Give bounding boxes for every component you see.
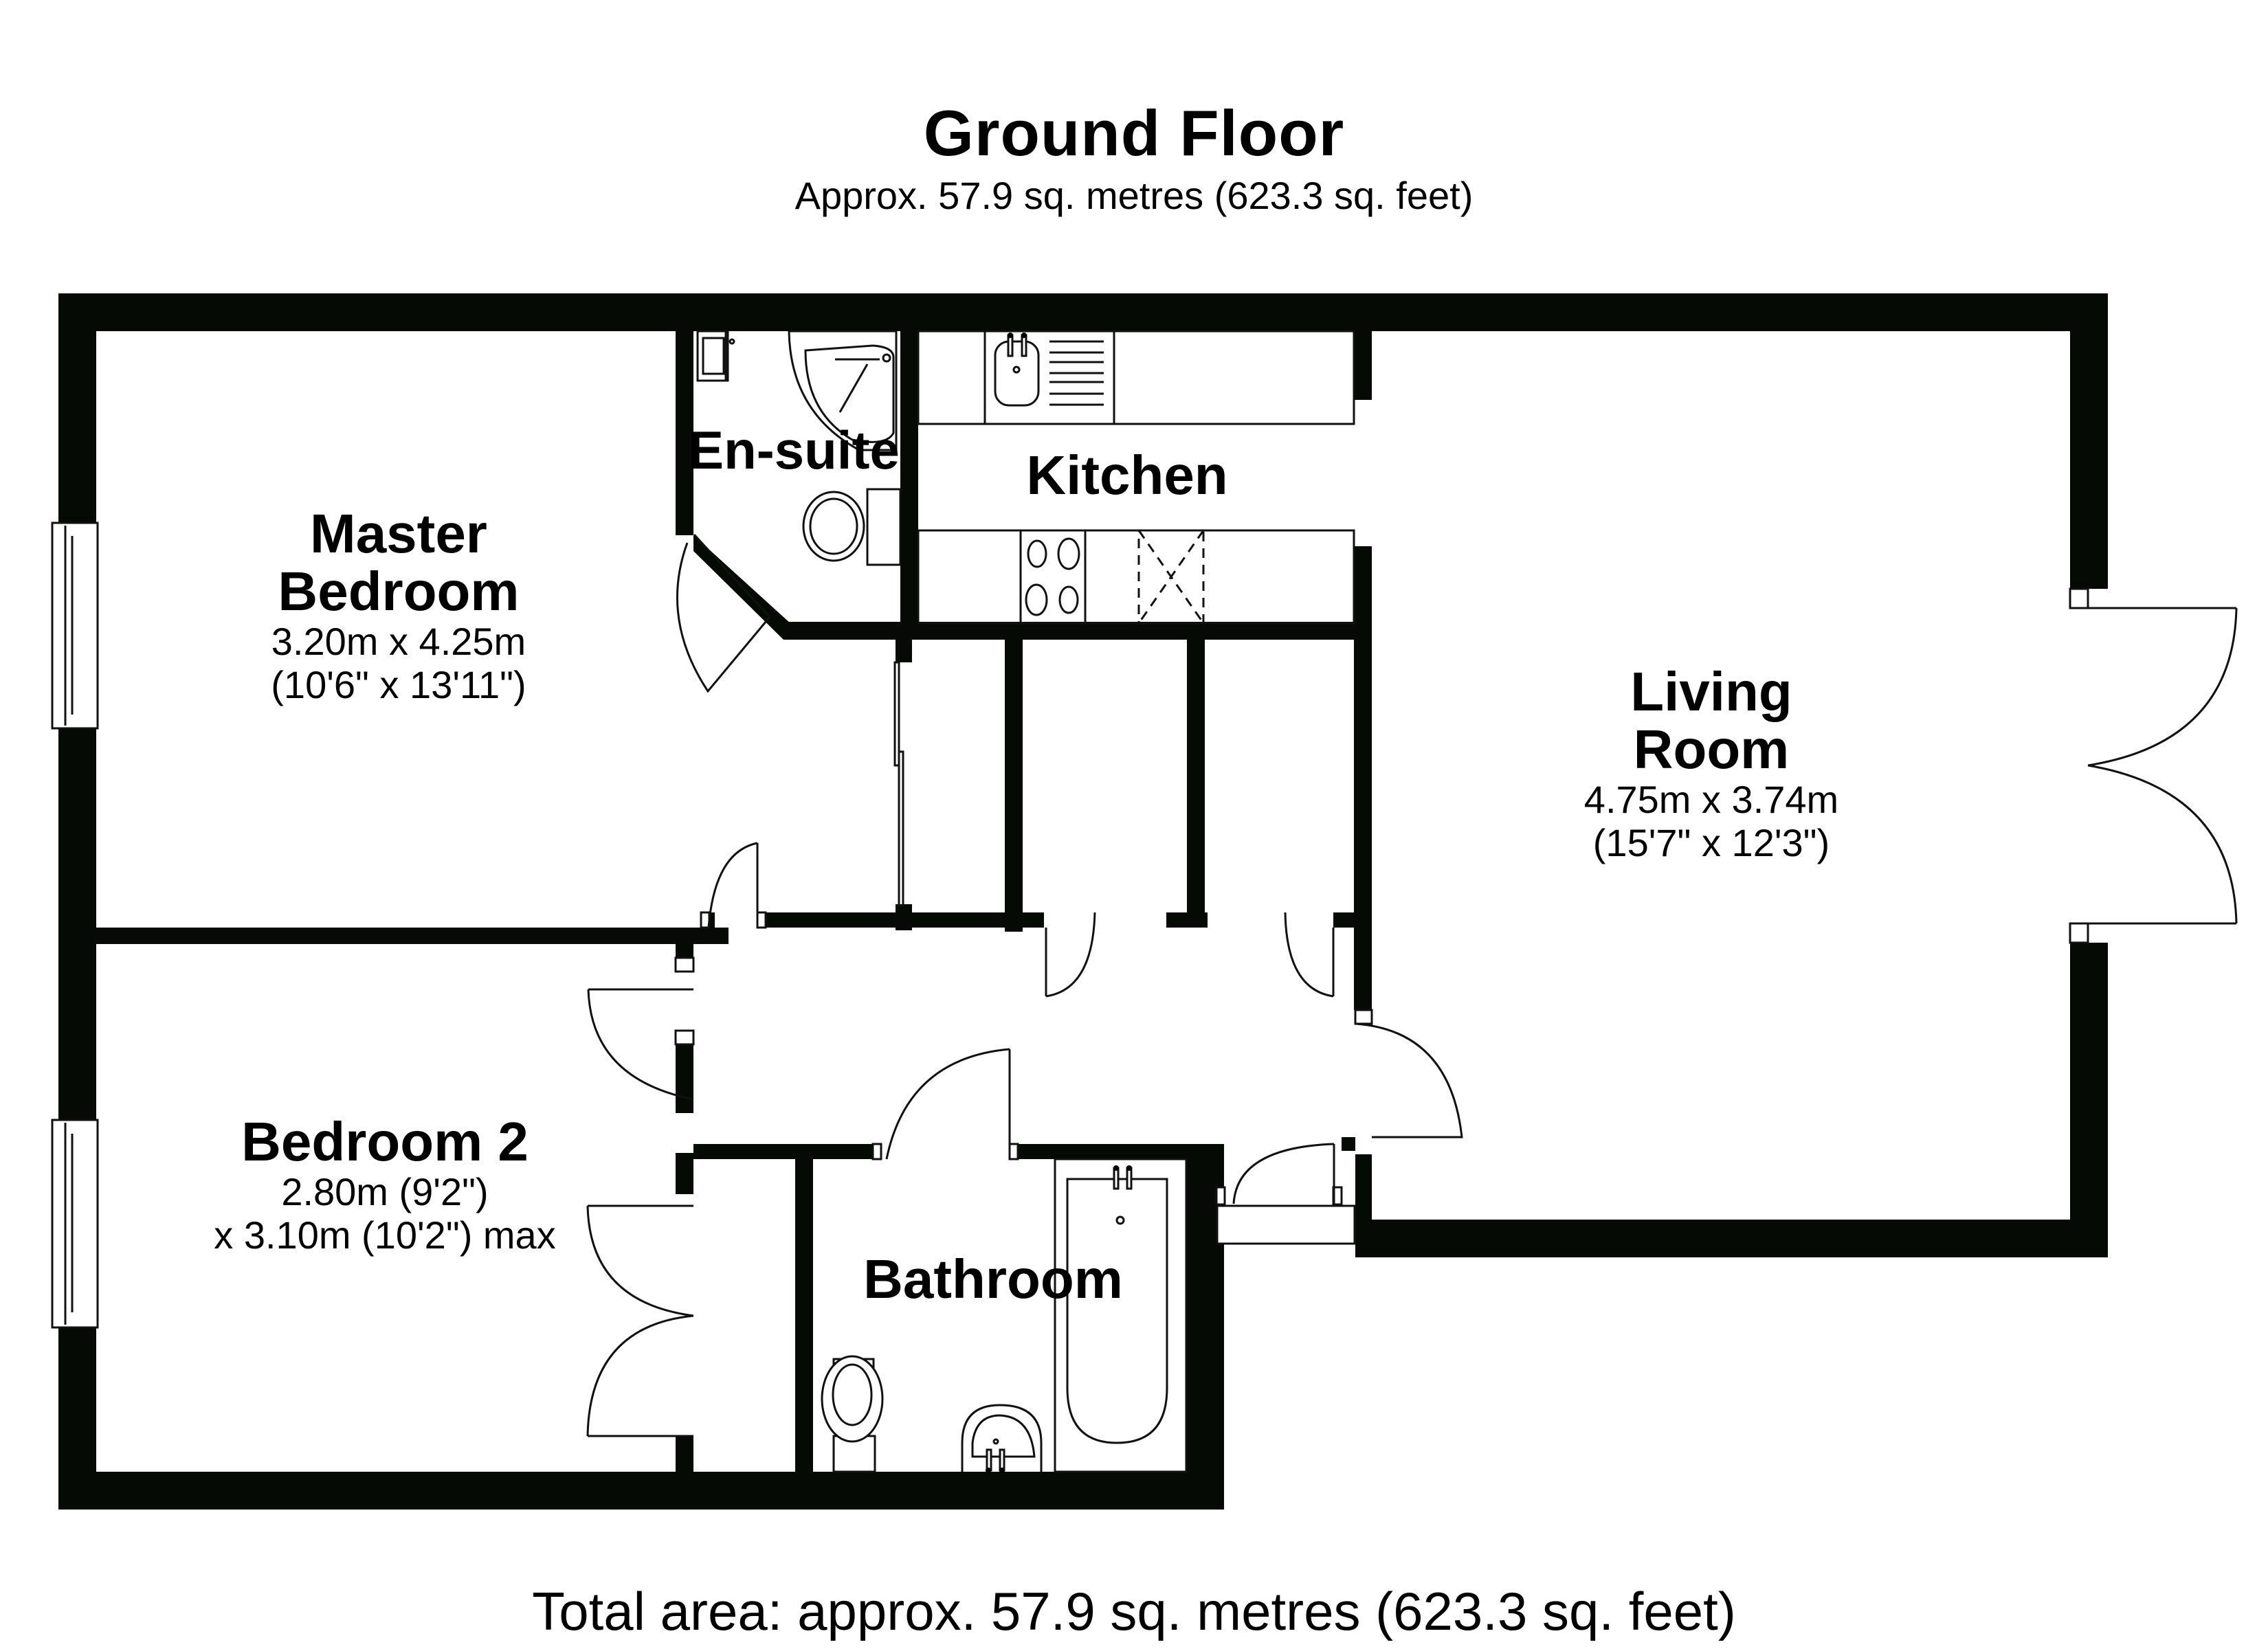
- room-dimensions-metric: 4.75m x 3.74m: [1583, 778, 1839, 821]
- door-cupboard-1[interactable]: [1045, 912, 1096, 998]
- room-label-en-suite: En-suite: [680, 423, 907, 479]
- room-name: Bathroom: [863, 1248, 1123, 1310]
- wardrobe-bedroom-2[interactable]: [586, 1204, 694, 1437]
- room-name: Living: [1630, 661, 1792, 722]
- room-dimensions-metric: 3.20m x 4.25m: [271, 620, 526, 663]
- en-suite-door[interactable]: [676, 533, 791, 693]
- door-entrance[interactable]: [1215, 1143, 1356, 1245]
- room-dimensions-line1: 2.80m (9'2"): [281, 1170, 489, 1213]
- room-name: En-suite: [688, 423, 900, 479]
- room-label-living-room: Living Room 4.75m x 3.74m (15'7" x 12'3"…: [1498, 663, 1924, 864]
- room-label-bathroom: Bathroom: [832, 1250, 1155, 1308]
- door-bedroom-2-top[interactable]: [587, 956, 695, 1101]
- en-suite-fixtures: [696, 330, 902, 566]
- room-dimensions-line2: x 3.10m (10'2") max: [214, 1213, 556, 1257]
- door-bathroom[interactable]: [871, 1048, 1019, 1160]
- room-name: Room: [1633, 719, 1790, 780]
- floor-area-subtitle: Approx. 57.9 sq. metres (623.3 sq. feet): [794, 174, 1474, 217]
- room-label-bedroom-2: Bedroom 2 2.80m (9'2") x 3.10m (10'2") m…: [131, 1113, 639, 1257]
- window-master-bedroom: [51, 521, 99, 730]
- room-dimensions-imperial: (15'7" x 12'3"): [1592, 820, 1830, 864]
- window-bedroom-2: [51, 1119, 99, 1329]
- room-label-master-bedroom: Master Bedroom 3.20m x 4.25m (10'6" x 13…: [192, 505, 605, 706]
- hall-cupboards: [893, 661, 904, 907]
- door-living-room[interactable]: [1354, 1009, 1463, 1138]
- room-label-kitchen: Kitchen: [962, 447, 1292, 504]
- room-name: Bedroom: [278, 561, 520, 622]
- door-master-bedroom[interactable]: [700, 842, 767, 929]
- door-cupboard-2[interactable]: [1284, 912, 1335, 998]
- french-doors-living-room[interactable]: [2069, 587, 2238, 944]
- room-dimensions-imperial: (10'6" x 13'11"): [271, 662, 526, 706]
- total-area-footer: Total area: approx. 57.9 sq. metres (623…: [532, 1581, 1736, 1641]
- room-name: Kitchen: [1026, 445, 1228, 506]
- walls: [58, 293, 2108, 1510]
- floor-title: Ground Floor: [923, 97, 1345, 169]
- kitchen-fixtures: [917, 330, 1355, 625]
- room-name: Master: [310, 503, 487, 564]
- room-name: Bedroom 2: [241, 1111, 529, 1172]
- bathroom-fixtures: [821, 1158, 1188, 1473]
